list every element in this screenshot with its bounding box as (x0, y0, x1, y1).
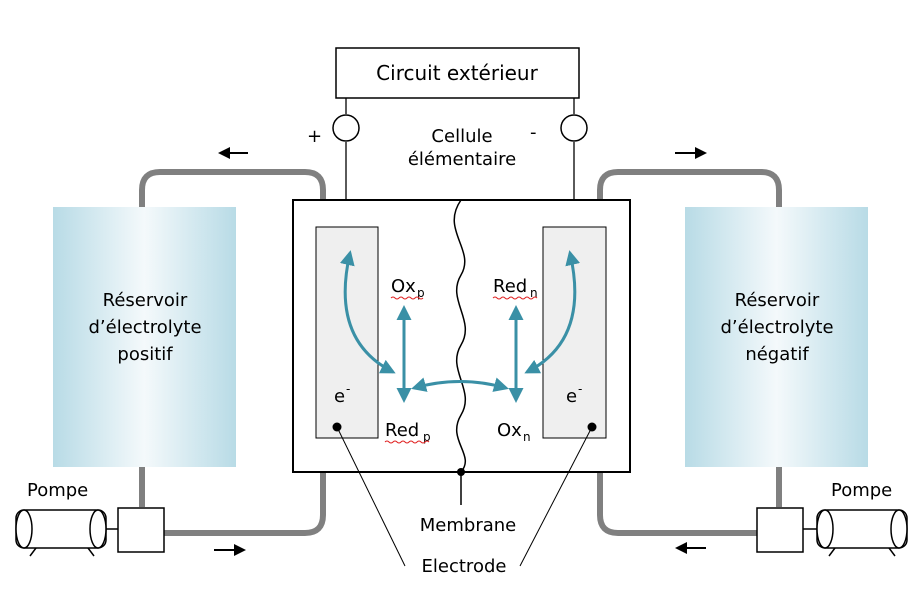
tank-negative-line2: d’électrolyte (720, 317, 833, 338)
arrow-curve-left (340, 250, 396, 374)
svg-text:p: p (423, 430, 431, 444)
arrow-curve-right (524, 250, 580, 374)
tank-positive-line3: positif (117, 344, 173, 365)
pipe-right-bottom (597, 467, 782, 536)
pump-right-label: Pompe (831, 480, 892, 501)
electron-left: e (334, 386, 345, 407)
cell-label-line2: élémentaire (408, 149, 516, 170)
flow-arrow-right-top (675, 147, 707, 159)
tank-negative (685, 207, 868, 467)
circuit-label: Circuit extérieur (376, 61, 538, 85)
svg-text:Red: Red (493, 276, 527, 297)
electrode-label: Electrode (422, 556, 507, 577)
tank-positive (53, 207, 236, 467)
svg-text:Ox: Ox (391, 276, 416, 297)
leader-electrode-left (336, 426, 406, 567)
svg-text:Red: Red (385, 420, 419, 441)
arrow-curve-center (411, 377, 509, 392)
pump-right (756, 507, 908, 557)
plus-sign: + (307, 126, 322, 147)
cell-label-line1: Cellule (431, 126, 492, 147)
label-ox-n: Ox n (497, 420, 531, 444)
svg-text:Ox: Ox (497, 420, 522, 441)
pump-left-label: Pompe (27, 480, 88, 501)
electron-left-sup: - (346, 382, 350, 396)
electron-right: e (566, 386, 577, 407)
tank-positive-line1: Réservoir (103, 290, 188, 311)
electron-right-sup: - (578, 382, 582, 396)
tank-negative-line3: négatif (745, 344, 809, 365)
label-red-p: Red p (384, 420, 431, 444)
flow-arrow-left-bottom (214, 544, 246, 556)
membrane-line (453, 199, 467, 505)
membrane-dot (457, 468, 465, 476)
tank-positive-line2: d’électrolyte (88, 317, 201, 338)
pump-left (15, 507, 165, 557)
pipe-right-top (597, 169, 782, 207)
flow-arrow-right-bottom (675, 542, 706, 554)
label-ox-p: Ox p (390, 276, 425, 300)
leader-electrode-right (519, 426, 593, 567)
minus-sign: - (530, 122, 537, 143)
circuit-box (335, 47, 580, 99)
flow-arrow-left-top (218, 147, 248, 159)
membrane-label: Membrane (420, 515, 516, 536)
tank-negative-line1: Réservoir (735, 290, 820, 311)
pipe-left-bottom (139, 467, 326, 536)
terminal-positive (332, 114, 360, 142)
terminal-negative (560, 114, 588, 142)
svg-text:p: p (417, 286, 425, 300)
electrode-positive (315, 226, 379, 439)
svg-text:n: n (523, 430, 531, 444)
pipe-left-top (139, 169, 326, 207)
